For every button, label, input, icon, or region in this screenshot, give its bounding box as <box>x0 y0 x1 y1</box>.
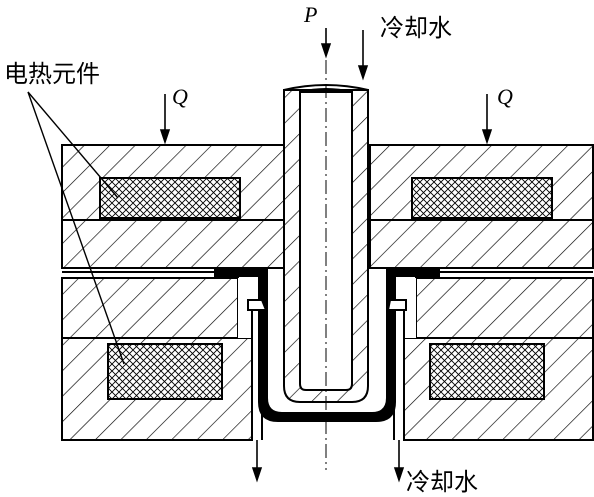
upper-plate-left <box>61 219 285 269</box>
heating-element-leaders <box>27 91 125 365</box>
lower-mold-left <box>61 277 239 339</box>
force-arrow <box>320 28 332 59</box>
heater-upper-left <box>99 177 241 219</box>
heat-left-label: Q <box>172 84 188 109</box>
upper-plate-right <box>369 219 594 269</box>
coolant-in-arrow <box>357 30 369 81</box>
heater-lower-right <box>429 343 545 400</box>
coolant-top-label: 冷却水 <box>380 14 452 42</box>
heating-element-label: 电热元件 <box>4 60 100 88</box>
lower-mold-right <box>415 277 594 339</box>
heat-right-label: Q <box>497 84 513 109</box>
heater-upper-right <box>411 177 553 219</box>
heat-arrow-left <box>159 94 171 145</box>
heater-lower-left <box>107 343 223 400</box>
heat-arrow-right <box>481 94 493 145</box>
force-label: P <box>303 2 317 27</box>
coolant-out-arrow-left <box>251 440 263 483</box>
coolant-bottom-label: 冷却水 <box>406 468 478 496</box>
coolant-out-arrow-right <box>393 440 405 483</box>
